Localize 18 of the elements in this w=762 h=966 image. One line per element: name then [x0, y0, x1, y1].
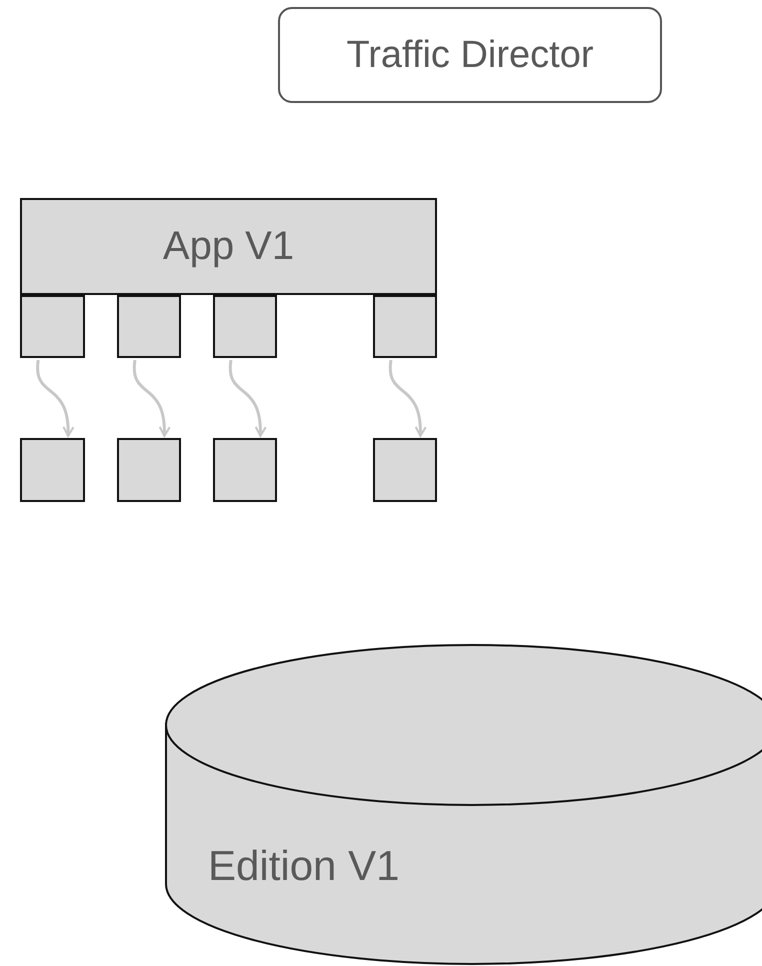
- app-box: [20, 198, 437, 295]
- instance-box: [213, 438, 277, 502]
- node-label: App V1: [162, 224, 294, 269]
- node-label: Edition V1: [208, 842, 400, 890]
- instance-box: [20, 295, 85, 358]
- process-box: [278, 7, 662, 103]
- curved-arrow: [132, 360, 170, 437]
- node-label: Traffic Director: [346, 34, 594, 76]
- curved-arrow: [36, 360, 74, 437]
- database-cylinder: [164, 644, 762, 966]
- curved-arrow: [228, 360, 266, 437]
- instance-box: [213, 295, 277, 358]
- instance-box: [20, 438, 85, 502]
- instance-box: [373, 438, 437, 502]
- instance-box: [373, 295, 437, 358]
- instance-box: [117, 438, 181, 502]
- instance-box: [117, 295, 181, 358]
- curved-arrow: [388, 360, 426, 437]
